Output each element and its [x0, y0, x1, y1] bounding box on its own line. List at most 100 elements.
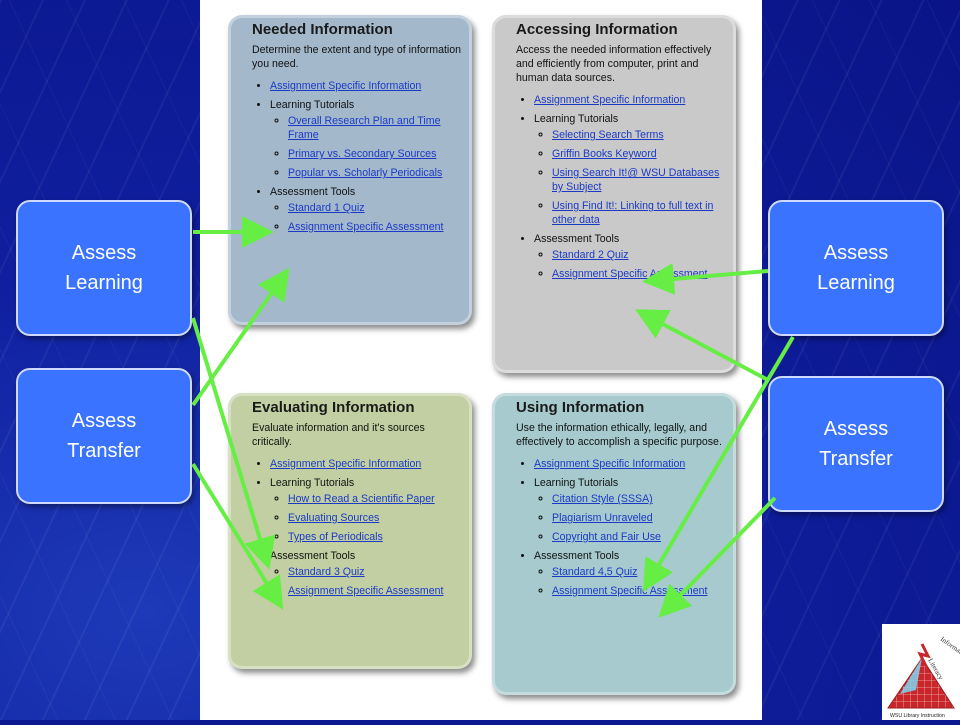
panel-list: Assignment Specific Information Learning…: [256, 79, 462, 234]
callout-line: Assess: [823, 418, 889, 440]
tutorial-link[interactable]: Primary vs. Secondary Sources: [288, 148, 437, 160]
tutorial-link[interactable]: How to Read a Scientific Paper: [288, 493, 435, 505]
callout-line: Transfer: [819, 448, 893, 470]
tools-list: Standard 2 Quiz Assignment Specific Asse…: [534, 248, 726, 281]
tutorial-link[interactable]: Plagiarism Unraveled: [552, 512, 653, 524]
tutorials-list: Selecting Search Terms Griffin Books Key…: [534, 128, 726, 227]
tutorial-link[interactable]: Copyright and Fair Use: [552, 531, 661, 543]
list-item: Learning Tutorials How to Read a Scienti…: [270, 476, 462, 544]
panel-title: Evaluating Information: [252, 399, 415, 416]
quiz-link[interactable]: Standard 4,5 Quiz: [552, 566, 638, 578]
tutorials-label: Learning Tutorials: [534, 113, 619, 125]
tools-label: Assessment Tools: [270, 186, 356, 198]
list-item: Popular vs. Scholarly Periodicals: [288, 166, 462, 180]
panel-accessing-information: Accessing Information Access the needed …: [492, 15, 736, 373]
tutorials-label: Learning Tutorials: [270, 99, 355, 111]
panel-using-information: Using Information Use the information et…: [492, 393, 736, 695]
panel-description: Determine the extent and type of informa…: [252, 44, 462, 70]
list-item: Learning Tutorials Selecting Search Term…: [534, 112, 726, 227]
panel-title: Needed Information: [252, 21, 393, 38]
quiz-link[interactable]: Standard 1 Quiz: [288, 202, 365, 214]
list-item: Standard 4,5 Quiz: [552, 565, 726, 579]
list-item: Evaluating Sources: [288, 511, 462, 525]
tools-list: Standard 4,5 Quiz Assignment Specific As…: [534, 565, 726, 598]
panel-list: Assignment Specific Information Learning…: [256, 457, 462, 598]
tutorial-link[interactable]: Types of Periodicals: [288, 531, 383, 543]
panel-needed-information: Needed Information Determine the extent …: [228, 15, 472, 325]
list-item: Assignment Specific Information: [270, 79, 462, 93]
list-item: Assignment Specific Assessment: [288, 584, 462, 598]
tutorials-list: Overall Research Plan and Time Frame Pri…: [270, 114, 462, 180]
list-item: Standard 1 Quiz: [288, 201, 462, 215]
list-item: Assessment Tools Standard 3 Quiz Assignm…: [270, 549, 462, 598]
assess-transfer-callout-right: Assess Transfer: [768, 376, 944, 512]
list-item: Learning Tutorials Citation Style (SSSA)…: [534, 476, 726, 544]
tutorial-link[interactable]: Overall Research Plan and Time Frame: [288, 115, 441, 141]
callout-line: Learning: [65, 272, 143, 294]
list-item: Using Search It!@ WSU Databases by Subje…: [552, 166, 726, 194]
tutorials-label: Learning Tutorials: [270, 477, 355, 489]
panel-title: Accessing Information: [516, 21, 678, 38]
assessment-link[interactable]: Assignment Specific Assessment: [288, 221, 444, 233]
tools-label: Assessment Tools: [534, 550, 620, 562]
list-item: Assignment Specific Assessment: [552, 267, 726, 281]
panel-list: Assignment Specific Information Learning…: [520, 457, 726, 598]
panel-description: Evaluate information and it's sources cr…: [252, 422, 425, 448]
list-item: Learning Tutorials Overall Research Plan…: [270, 98, 462, 180]
assessment-link[interactable]: Assignment Specific Assessment: [288, 585, 444, 597]
callout-line: Assess: [71, 410, 137, 432]
assignment-info-link[interactable]: Assignment Specific Information: [270, 458, 422, 470]
svg-text:Information: Information: [939, 635, 960, 661]
list-item: Plagiarism Unraveled: [552, 511, 726, 525]
assessment-link[interactable]: Assignment Specific Assessment: [552, 268, 708, 280]
list-item: Assessment Tools Standard 4,5 Quiz Assig…: [534, 549, 726, 598]
tutorial-link[interactable]: Using Search It!@ WSU Databases by Subje…: [552, 167, 720, 193]
callout-line: Assess: [71, 242, 137, 264]
assignment-info-link[interactable]: Assignment Specific Information: [534, 458, 686, 470]
callout-line: Learning: [817, 272, 895, 294]
information-literacy-logo: Information Literacy WSU Library Instruc…: [882, 624, 960, 720]
assess-learning-callout-left: Assess Learning: [16, 200, 192, 336]
tutorial-link[interactable]: Evaluating Sources: [288, 512, 380, 524]
tutorial-link[interactable]: Selecting Search Terms: [552, 129, 664, 141]
list-item: Assignment Specific Assessment: [552, 584, 726, 598]
list-item: Types of Periodicals: [288, 530, 462, 544]
svg-text:WSU Library Instruction: WSU Library Instruction: [890, 713, 945, 719]
tutorial-link[interactable]: Citation Style (SSSA): [552, 493, 653, 505]
logo-graphic: Information Literacy WSU Library Instruc…: [887, 635, 960, 719]
tools-list: Standard 3 Quiz Assignment Specific Asse…: [270, 565, 462, 598]
tutorial-link[interactable]: Griffin Books Keyword: [552, 148, 657, 160]
panel-description: Access the needed information effectivel…: [516, 44, 712, 84]
list-item: Citation Style (SSSA): [552, 492, 726, 506]
quiz-link[interactable]: Standard 3 Quiz: [288, 566, 365, 578]
tutorial-link[interactable]: Popular vs. Scholarly Periodicals: [288, 167, 443, 179]
panel-title: Using Information: [516, 399, 645, 416]
assess-transfer-callout-left: Assess Transfer: [16, 368, 192, 504]
list-item: Standard 3 Quiz: [288, 565, 462, 579]
list-item: Using Find It!: Linking to full text in …: [552, 199, 726, 227]
panel-evaluating-information: Evaluating Information Evaluate informat…: [228, 393, 472, 669]
tutorial-link[interactable]: Using Find It!: Linking to full text in …: [552, 200, 714, 226]
callout-line: Assess: [823, 242, 889, 264]
tools-label: Assessment Tools: [270, 550, 356, 562]
panel-description: Use the information ethically, legally, …: [516, 422, 722, 448]
logo-bottom-text: WSU Library Instruction: [890, 713, 945, 719]
logo-arc-text: Information: [939, 635, 960, 661]
list-item: Copyright and Fair Use: [552, 530, 726, 544]
list-item: Assignment Specific Assessment: [288, 220, 462, 234]
list-item: Griffin Books Keyword: [552, 147, 726, 161]
list-item: Assignment Specific Information: [534, 457, 726, 471]
callout-line: Transfer: [67, 440, 141, 462]
list-item: Selecting Search Terms: [552, 128, 726, 142]
assignment-info-link[interactable]: Assignment Specific Information: [534, 94, 686, 106]
panel-list: Assignment Specific Information Learning…: [520, 93, 726, 281]
list-item: Assignment Specific Information: [270, 457, 462, 471]
quiz-link[interactable]: Standard 2 Quiz: [552, 249, 629, 261]
assignment-info-link[interactable]: Assignment Specific Information: [270, 80, 422, 92]
list-item: Assessment Tools Standard 1 Quiz Assignm…: [270, 185, 462, 234]
tutorials-label: Learning Tutorials: [534, 477, 619, 489]
tools-list: Standard 1 Quiz Assignment Specific Asse…: [270, 201, 462, 234]
list-item: Standard 2 Quiz: [552, 248, 726, 262]
assessment-link[interactable]: Assignment Specific Assessment: [552, 585, 708, 597]
tools-label: Assessment Tools: [534, 233, 620, 245]
